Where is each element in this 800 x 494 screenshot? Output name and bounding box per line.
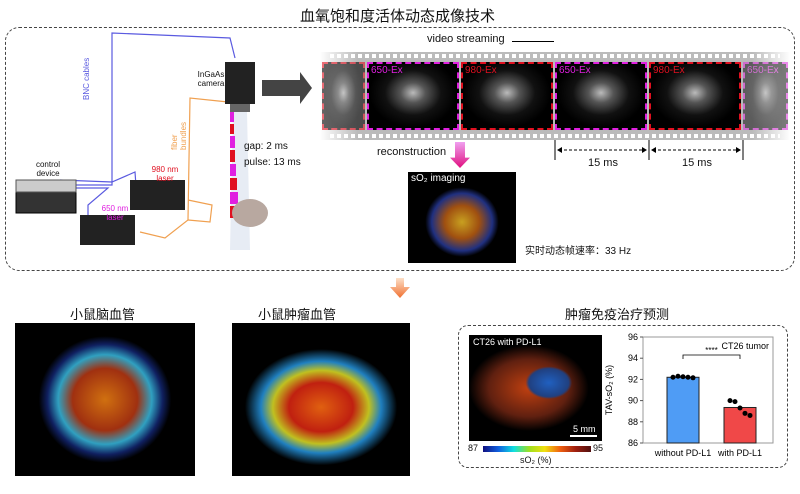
interval-markers xyxy=(554,140,744,160)
bar xyxy=(723,406,757,444)
scale-label: 5 mm xyxy=(573,424,596,434)
top-panel xyxy=(5,27,795,271)
frame-partial xyxy=(322,62,365,130)
data-point xyxy=(670,374,676,380)
data-point xyxy=(685,374,691,380)
colorbar xyxy=(483,446,591,452)
gap-label: gap: 2 ms xyxy=(244,141,288,152)
ct26-image xyxy=(469,335,602,441)
main-title: 血氧饱和度活体动态成像技术 xyxy=(300,8,496,25)
y-axis-label: TAV-sO₂ (%) xyxy=(604,365,614,415)
laser980-label: 980 nm laser xyxy=(151,165,179,183)
bnc-label: BNC cables xyxy=(82,57,91,100)
streaming-arrow xyxy=(262,72,312,104)
down-arrow xyxy=(390,278,410,298)
x-tick-label: with PD-L1 xyxy=(717,448,762,458)
y-tick-label: 92 xyxy=(628,374,638,384)
brain-title: 小鼠脑血管 xyxy=(70,307,136,322)
fiber-label: fiber bundles xyxy=(170,121,188,150)
reconstruction-label: reconstruction xyxy=(377,146,447,158)
pulse-label: pulse: 13 ms xyxy=(244,157,301,168)
frame-3: 650-Ex xyxy=(555,62,647,130)
chart-title: CT26 tumor xyxy=(721,341,769,351)
y-tick-label: 86 xyxy=(628,438,638,448)
data-point xyxy=(737,405,743,411)
cbar-min: 87 xyxy=(468,443,479,453)
data-point xyxy=(675,373,681,379)
cbar-max: 95 xyxy=(593,443,604,453)
data-point xyxy=(747,412,753,418)
streaming-arrow-line xyxy=(512,41,554,42)
tumor-vessel-image xyxy=(232,323,410,476)
ct26-label: CT26 with PD-L1 xyxy=(473,337,542,347)
frame-2: 980-Ex xyxy=(461,62,553,130)
bnc-cable-2 xyxy=(59,171,137,187)
interval-2: 15 ms xyxy=(682,157,712,169)
cbar-label: sO₂ (%) xyxy=(520,455,552,465)
data-point xyxy=(680,374,686,380)
camera-label: InGaAs camera xyxy=(197,70,225,88)
fiber-bundle-2 xyxy=(187,199,213,223)
interval-1: 15 ms xyxy=(588,157,618,169)
so2-image xyxy=(408,172,516,263)
scale-bar xyxy=(570,435,597,437)
brain-vessel-image xyxy=(15,323,195,476)
x-tick-label: without PD-L1 xyxy=(654,448,712,458)
film-holes-top xyxy=(330,54,780,58)
laser-650 xyxy=(80,215,135,245)
tumor-title: 小鼠肿瘤血管 xyxy=(258,307,337,322)
camera xyxy=(225,62,255,104)
film-holes-bottom xyxy=(330,134,780,138)
y-tick-label: 94 xyxy=(628,353,638,363)
laser-980 xyxy=(130,180,185,210)
bnc-cable xyxy=(60,32,236,186)
significance-label: **** xyxy=(705,346,717,355)
plot-frame xyxy=(642,336,774,444)
mouse xyxy=(232,199,268,227)
y-tick-label: 96 xyxy=(628,332,638,342)
frame-5: 650-Ex xyxy=(743,62,788,130)
significance-bracket xyxy=(682,354,741,360)
laser650-label: 650 nm laser xyxy=(101,204,129,222)
y-tick-label: 90 xyxy=(628,396,638,406)
bar xyxy=(666,376,700,444)
therapy-title: 肿瘤免疫治疗预测 xyxy=(565,307,670,322)
therapy-panel xyxy=(458,325,788,468)
reconstruction-arrow xyxy=(450,142,470,168)
video-streaming-label: video streaming xyxy=(427,33,505,45)
frame-1: 650-Ex xyxy=(367,62,459,130)
data-point xyxy=(690,375,696,381)
data-point xyxy=(727,398,733,404)
control-label: control device xyxy=(35,160,60,178)
bnc-cable-3 xyxy=(60,187,110,215)
y-tick-label: 88 xyxy=(628,417,638,427)
frame-4: 980-Ex xyxy=(649,62,741,130)
setup-diagram xyxy=(15,32,312,250)
data-point xyxy=(742,410,748,416)
data-point xyxy=(732,399,738,405)
so2-label: sO₂ imaging xyxy=(411,173,466,184)
frame-rate: 实时动态帧速率：33 Hz xyxy=(525,246,632,257)
